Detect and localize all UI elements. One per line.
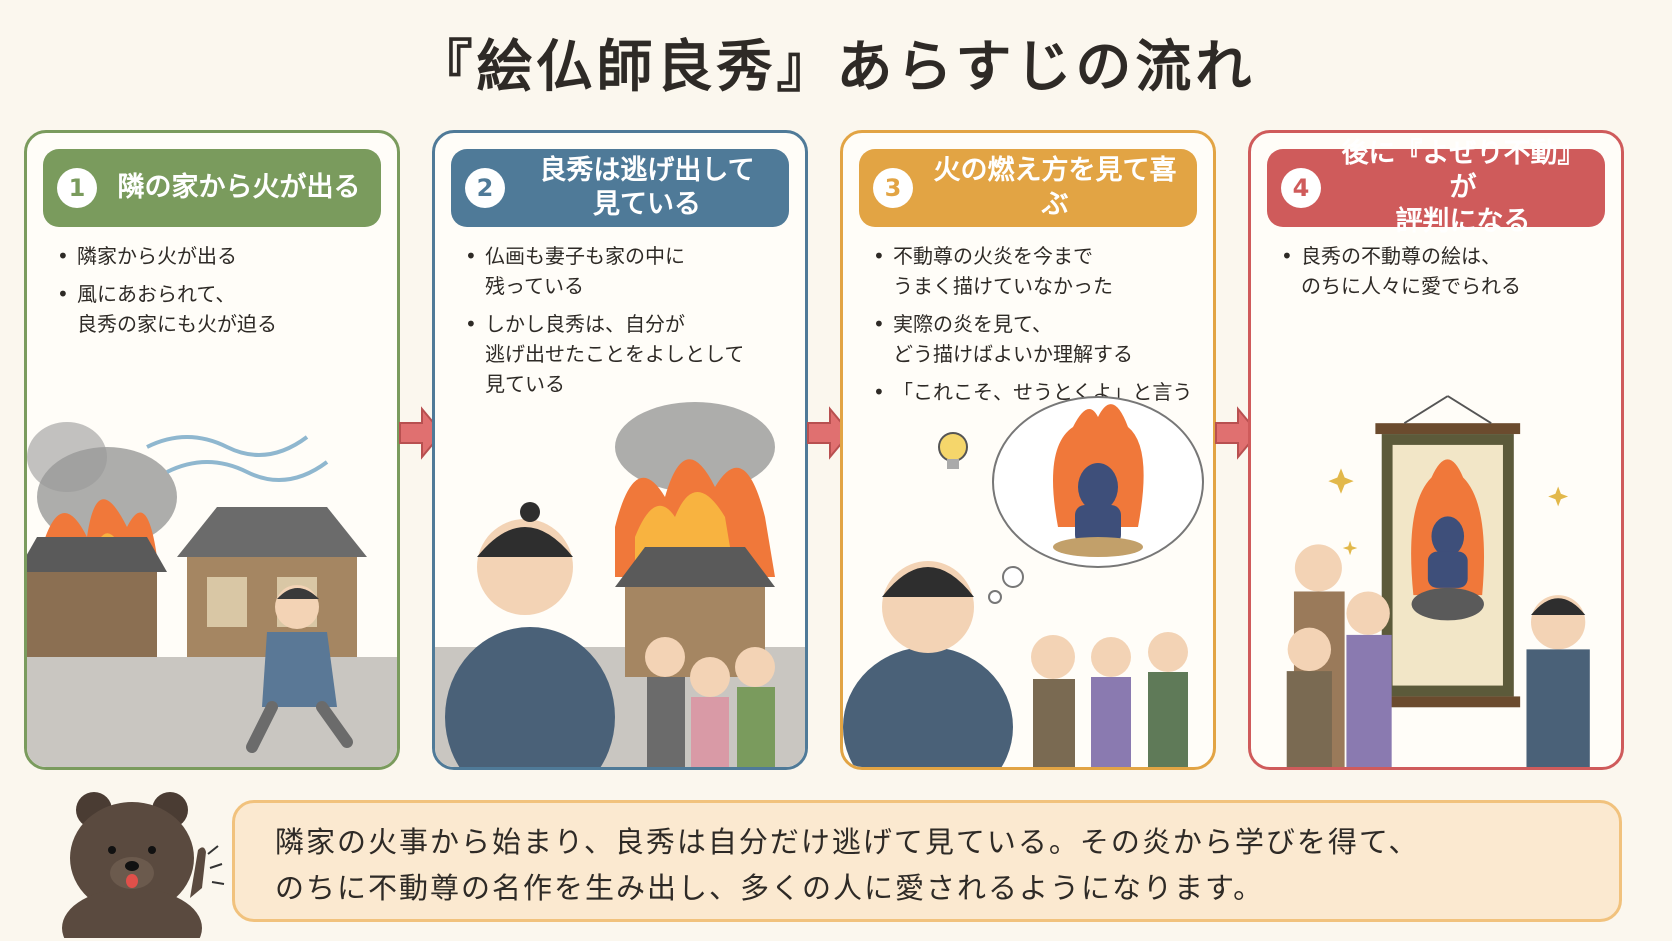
step-number-2: 2 — [465, 168, 505, 208]
admiring-scroll-illustration — [1286, 395, 1590, 767]
step-heading-2: 良秀は逃げ出して 見ている — [539, 155, 755, 220]
bullet-item: 仏画も妻子も家の中に 残っている — [465, 241, 785, 301]
summary-box: 隣家の火事から始まり、良秀は自分だけ逃げて見ている。その炎から学びを得て、 のち… — [232, 800, 1622, 922]
watching-fire-illustration — [435, 402, 805, 767]
step-header-4: 4 後に『よぜり不動』が 評判になる — [1267, 138, 1605, 237]
bullet-item: 不動尊の火炎を今まで うまく描けていなかった — [873, 241, 1193, 301]
bear-mascot-icon — [62, 792, 225, 938]
step-heading-3: 火の燃え方を見て喜ぶ — [933, 155, 1177, 220]
bullet-item: しかし良秀は、自分が 逃げ出せたことをよしとして 見ている — [465, 309, 785, 399]
bullet-item: 風にあおられて、 良秀の家にも火が迫る — [57, 279, 377, 339]
step-header-3: 3 火の燃え方を見て喜ぶ — [859, 149, 1197, 227]
bullet-item: 実際の炎を見て、 どう描けばよいか理解する — [873, 309, 1193, 369]
step-header-1: 1 隣の家から火が出る — [43, 149, 381, 227]
step-bullets-3: 不動尊の火炎を今まで うまく描けていなかった 実際の炎を見て、 どう描けばよいか… — [873, 241, 1193, 415]
step-panel-2: 2 良秀は逃げ出して 見ている 仏画も妻子も家の中に 残っている しかし良秀は、… — [432, 130, 808, 770]
step-number-4: 4 — [1281, 168, 1321, 208]
burning-house-illustration — [27, 422, 397, 767]
page-title: 『絵仏師良秀』あらすじの流れ — [416, 35, 1256, 100]
step-bullets-1: 隣家から火が出る 風にあおられて、 良秀の家にも火が迫る — [57, 241, 377, 347]
imagining-fudo-illustration — [843, 396, 1204, 767]
step-panel-1: 1 隣の家から火が出る 隣家から火が出る 風にあおられて、 良秀の家にも火が迫る — [24, 130, 400, 770]
step-bullets-4: 良秀の不動尊の絵は、 のちに人々に愛でられる — [1281, 241, 1601, 309]
summary-line-1: 隣家の火事から始まり、良秀は自分だけ逃げて見ている。その炎から学びを得て、 — [275, 825, 1420, 859]
sparkle-icon — [1328, 468, 1569, 556]
bullet-item: 「これこそ、せうとくよ」と言う — [873, 377, 1193, 407]
step-bullets-2: 仏画も妻子も家の中に 残っている しかし良秀は、自分が 逃げ出せたことをよしとし… — [465, 241, 785, 407]
lightbulb-icon — [938, 432, 968, 469]
step-header-2: 2 良秀は逃げ出して 見ている — [451, 149, 789, 227]
bullet-item: 隣家から火が出る — [57, 241, 377, 271]
step-number-1: 1 — [57, 168, 97, 208]
step-panel-3: 3 火の燃え方を見て喜ぶ 不動尊の火炎を今まで うまく描けていなかった 実際の炎… — [840, 130, 1216, 770]
step-number-3: 3 — [873, 168, 913, 208]
step-heading-1: 隣の家から火が出る — [117, 172, 361, 203]
step-heading-4: 後に『よぜり不動』が 評判になる — [1341, 138, 1585, 237]
bullet-item: 良秀の不動尊の絵は、 のちに人々に愛でられる — [1281, 241, 1601, 301]
summary-line-2: のちに不動尊の名作を生み出し、多くの人に愛されるようになります。 — [275, 871, 1265, 905]
step-panel-4: 4 後に『よぜり不動』が 評判になる 良秀の不動尊の絵は、 のちに人々に愛でられ… — [1248, 130, 1624, 770]
